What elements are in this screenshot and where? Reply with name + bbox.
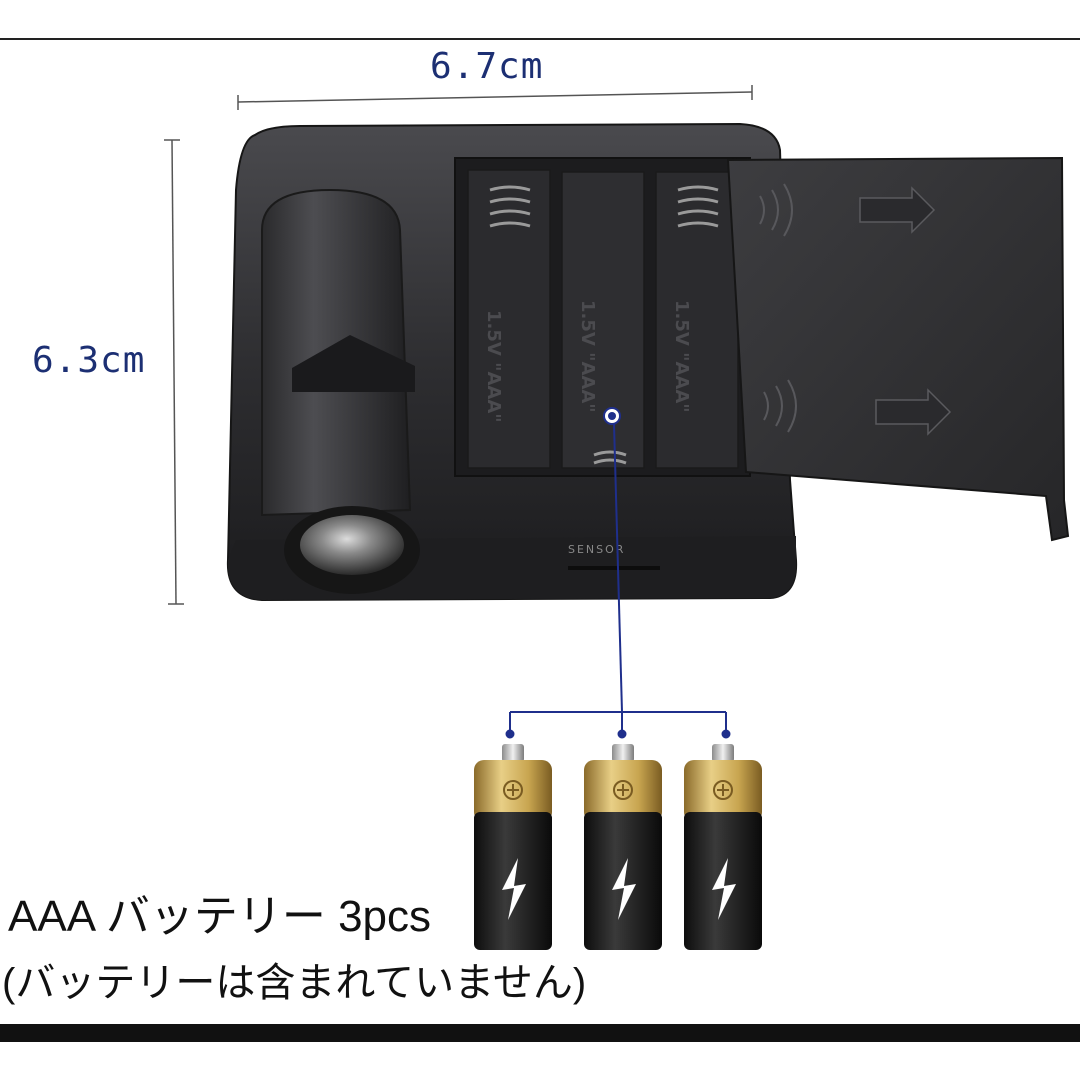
battery-compartment: 1.5V "AAA" 1.5V "AAA" 1.5V "AAA" bbox=[454, 157, 751, 477]
top-rule bbox=[0, 38, 1080, 40]
height-dimension-label: 6.3cm bbox=[32, 340, 146, 381]
battery bbox=[684, 744, 762, 950]
width-dimension-line bbox=[237, 85, 753, 110]
battery bbox=[474, 744, 552, 950]
battery bbox=[584, 744, 662, 950]
bottom-bar bbox=[0, 1024, 1080, 1042]
sensor-label: SENSOR bbox=[568, 543, 625, 556]
cell-label-middle: 1.5V "AAA" bbox=[577, 300, 598, 413]
aaa-batteries bbox=[474, 744, 762, 950]
battery-lid bbox=[726, 156, 1070, 542]
width-dimension-label: 6.7cm bbox=[430, 46, 544, 87]
cell-label-left: 1.5V "AAA" bbox=[483, 310, 504, 423]
cell-label-right: 1.5V "AAA" bbox=[671, 300, 692, 413]
battery-type-caption: AAA バッテリー 3pcs bbox=[8, 892, 432, 941]
batteries-not-included-caption: (バッテリーは含まれていません) bbox=[2, 961, 587, 1005]
height-dimension-line bbox=[164, 139, 184, 605]
connector-lines bbox=[505, 407, 731, 739]
